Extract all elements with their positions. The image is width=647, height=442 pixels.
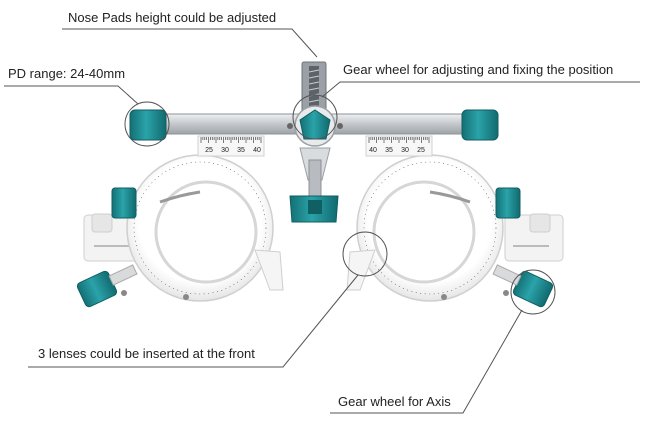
pd-tick-label: 35 (237, 147, 245, 154)
axis-scale-left (133, 161, 267, 295)
callout-circle-gear (292, 94, 338, 140)
pd-tick-label: 25 (205, 147, 213, 154)
annotation-pd-range: PD range: 24-40mm (8, 66, 126, 81)
annotation-lenses: 3 lenses could be inserted at the front (38, 346, 255, 361)
pd-end-cap-right (461, 109, 499, 141)
right-lens-cell (346, 154, 509, 302)
pd-tick-label: 25 (417, 147, 425, 154)
axis-gear-wheel-right (492, 264, 554, 308)
callout-circle-lens (342, 231, 388, 277)
axis-scale-right (363, 161, 497, 295)
axis-knob-left-top (111, 187, 137, 219)
gear-knob-icon (294, 105, 336, 147)
pd-tick-label: 30 (221, 147, 229, 154)
pd-tick-label: 35 (385, 147, 393, 154)
annotation-axis-gear: Gear wheel for Axis (338, 394, 451, 409)
callout-circle-pd (124, 101, 170, 147)
pd-scale-left: 25 30 35 40 (197, 127, 265, 157)
lens-dial-icon (76, 264, 138, 308)
pd-end-cap-left (129, 109, 167, 141)
pd-tick-label: 40 (369, 147, 377, 154)
axis-knob-right-top (495, 187, 521, 219)
annotation-gear-wheel: Gear wheel for adjusting and fixing the … (343, 62, 614, 77)
leader-nose (62, 28, 318, 58)
leader-lens (28, 274, 359, 368)
pd-scale-right: 40 35 30 25 (365, 127, 433, 157)
annotation-nose-pads: Nose Pads height could be adjusted (68, 10, 277, 25)
leader-axis (330, 309, 523, 414)
callout-circle-axis (510, 269, 556, 315)
pd-tick-label: 30 (401, 147, 409, 154)
pd-tick-label: 40 (253, 147, 261, 154)
right-side-holder (504, 213, 564, 262)
nose-pad-icon (289, 195, 339, 223)
leader-pd (4, 85, 139, 105)
left-lens-cell (121, 154, 284, 302)
leader-gear (321, 81, 640, 98)
